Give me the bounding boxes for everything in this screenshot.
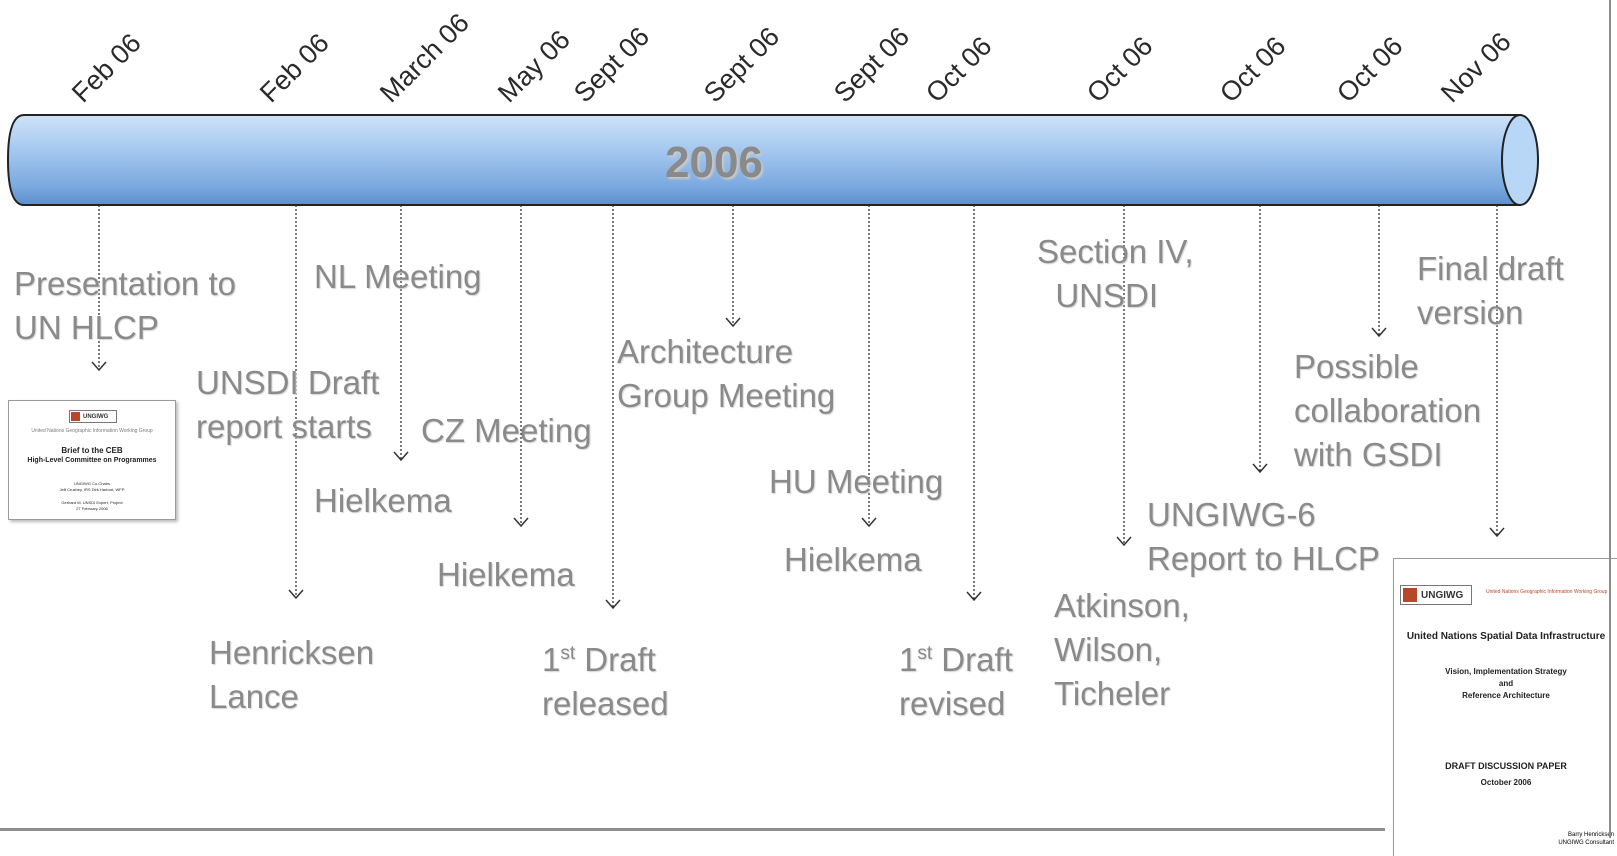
ordinal-number: 1 [542,641,561,678]
ordinal-suffix: st [560,643,576,664]
doc-meta3: Gerhard M. UNSDI Expert, Project [61,500,123,505]
presentation-label: Presentation to UN HLCP [14,265,236,346]
hielkema-cz-label: Hielkema [437,556,575,593]
doc-header: United Nations Geographic Information Wo… [1486,589,1608,595]
draft-text: Draft released [542,641,669,722]
doc-date: October 2006 [1480,778,1532,787]
architecture-label: Architecture Group Meeting [617,333,836,414]
final-draft-label: Final draft version [1417,250,1564,331]
ordinal-suffix: st [917,643,933,664]
doc-title-line2: High-Level Committee on Programmes [27,457,157,464]
doc-header: United Nations Geographic Information Wo… [31,428,153,434]
doc-meta1: UNGIWG Co-Chairs [73,481,110,486]
discussion-paper-thumbnail: UNGIWG United Nations Geographic Informa… [1393,558,1617,856]
first-draft-revised-label: 1st Draft revised [899,632,1013,726]
doc-subtitle2: and [1498,679,1514,688]
doc-author1: Barry Henricksen [1567,832,1614,838]
timeline-tube [6,114,1539,206]
year-label: 2006 [665,138,763,187]
doc-subtitle1: Vision, Implementation Strategy [1445,667,1567,676]
doc-meta2: Jeff Crushey, IRS Dirk Harbort, WFP [59,487,125,492]
atkinson-label: Atkinson, Wilson, Ticheler [1054,587,1190,712]
unsdi-draft-label: UNSDI Draft report starts [196,364,380,445]
nl-meeting-label: NL Meeting [314,258,482,295]
section-iv-label: Section IV, UNSDI [1037,233,1194,314]
ungiwg-logo: UNGIWG [69,410,117,423]
possible-collab-label: Possible collaboration with GSDI [1294,348,1482,473]
draft-text: Draft revised [899,641,1013,722]
frame-right-edge [1609,0,1611,838]
hielkema-nl-label: Hielkema [314,482,452,519]
henricksen-label: Henricksen Lance [209,634,375,715]
hielkema-hu-label: Hielkema [784,541,922,578]
doc-author2: UNGIWG Consultant [1558,840,1614,846]
doc-draft-label: DRAFT DISCUSSION PAPER [1445,761,1567,771]
brief-document-thumbnail: UNGIWG United Nations Geographic Informa… [8,400,176,520]
hu-meeting-label: HU Meeting [769,463,944,500]
cz-meeting-label: CZ Meeting [421,412,592,449]
doc-title: United Nations Spatial Data Infrastructu… [1406,631,1606,642]
tube-end-cap [1501,114,1539,206]
first-draft-released-label: 1st Draft released [542,632,669,726]
ungiwg-logo: UNGIWG [1400,585,1472,605]
frame-bottom-edge [0,828,1385,831]
ordinal-number: 1 [899,641,918,678]
ungiwg6-label: UNGIWG-6 Report to HLCP [1147,496,1380,577]
doc-subtitle3: Reference Architecture [1462,691,1550,700]
doc-meta4: 27 February 2006 [76,506,108,511]
doc-title-line1: Brief to the CEB [61,446,123,455]
